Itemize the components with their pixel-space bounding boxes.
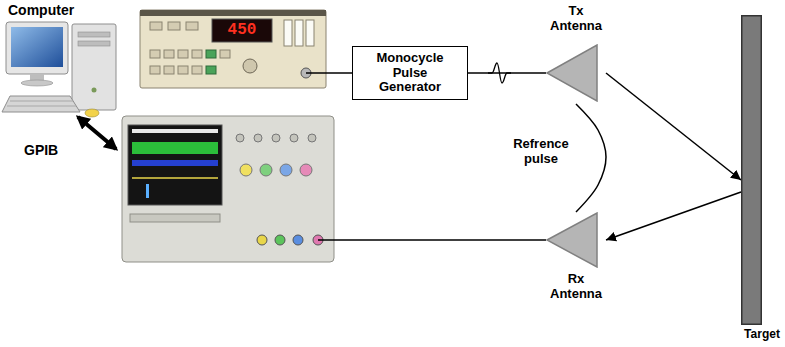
signal-wire bbox=[306, 72, 352, 74]
generator-button bbox=[192, 66, 202, 74]
scope-knob bbox=[308, 134, 316, 142]
generator-key bbox=[295, 20, 303, 46]
generator-button bbox=[206, 50, 216, 58]
rx-antenna: Rx Antenna bbox=[546, 212, 606, 308]
node-label: Computer bbox=[8, 2, 120, 18]
scope-knob bbox=[300, 164, 312, 176]
process-box: Monocycle Pulse Generator bbox=[352, 46, 468, 101]
scope-trace bbox=[146, 184, 149, 198]
scope-knob bbox=[236, 134, 244, 142]
monitor-screen bbox=[11, 27, 63, 67]
display-readout: 450 bbox=[212, 20, 272, 40]
scope-knob bbox=[280, 164, 292, 176]
gpib-arrow bbox=[78, 117, 116, 149]
scope-body bbox=[122, 116, 334, 262]
target-wall: Target bbox=[741, 15, 783, 345]
generator-button bbox=[150, 66, 160, 74]
signal-path bbox=[606, 73, 741, 180]
node-label: Rx Antenna bbox=[546, 272, 606, 302]
generator-top-strip bbox=[140, 10, 326, 16]
signal-path bbox=[576, 104, 606, 212]
monitor-frame bbox=[6, 22, 68, 74]
drive-bay bbox=[78, 41, 110, 46]
generator-button bbox=[186, 22, 198, 30]
edge-label: Refrence pulse bbox=[506, 136, 576, 168]
scope-bnc bbox=[293, 235, 303, 245]
scope-screen bbox=[128, 125, 222, 205]
antenna-triangle bbox=[547, 45, 597, 101]
monitor-base bbox=[21, 80, 53, 86]
generator-button bbox=[192, 50, 202, 58]
node-label: Tx Antenna bbox=[546, 4, 606, 34]
node-label: Monocycle Pulse Generator bbox=[363, 51, 457, 96]
scope-trace bbox=[132, 129, 218, 133]
scope-knob bbox=[240, 164, 252, 176]
bus-label: GPIB bbox=[24, 140, 74, 160]
computer-tower bbox=[72, 24, 116, 110]
generator-button bbox=[220, 50, 230, 58]
generator-button bbox=[150, 50, 160, 58]
power-button bbox=[92, 88, 97, 93]
generator-button bbox=[168, 22, 180, 30]
generator-key bbox=[306, 20, 314, 46]
scope-trace bbox=[132, 160, 218, 166]
keyboard-keys bbox=[10, 101, 73, 102]
scope-knob bbox=[260, 164, 272, 176]
signal-wire bbox=[318, 239, 546, 241]
scope-trace bbox=[132, 177, 218, 179]
keyboard bbox=[2, 96, 80, 112]
generator-button bbox=[150, 22, 162, 30]
generator-button bbox=[178, 50, 188, 58]
antenna-symbol bbox=[546, 212, 598, 268]
scope-knob bbox=[290, 134, 298, 142]
scope-trace bbox=[132, 142, 218, 154]
generator-knob bbox=[243, 59, 257, 73]
signal-path bbox=[468, 72, 546, 74]
scope-bnc bbox=[257, 235, 267, 245]
target-symbol bbox=[741, 15, 762, 325]
scope-bnc bbox=[275, 235, 285, 245]
generator-button bbox=[206, 66, 216, 74]
generator-body bbox=[140, 10, 326, 88]
antenna-symbol bbox=[546, 44, 598, 102]
antenna-triangle bbox=[547, 213, 597, 267]
computer-illustration bbox=[2, 22, 116, 117]
generator-button bbox=[164, 66, 174, 74]
signal-path bbox=[606, 192, 741, 240]
scope-knob bbox=[272, 134, 280, 142]
generator-button bbox=[164, 50, 174, 58]
oscilloscope bbox=[122, 116, 334, 262]
target-bar bbox=[742, 16, 762, 325]
generator-key bbox=[284, 20, 292, 46]
drive-bay bbox=[78, 32, 110, 37]
generator-display bbox=[212, 19, 272, 42]
keyboard-keys bbox=[7, 106, 76, 107]
computer-node: Computer bbox=[4, 0, 124, 118]
scope-knob bbox=[254, 134, 262, 142]
tx-antenna: Tx Antenna bbox=[546, 2, 606, 104]
function-generator bbox=[140, 10, 326, 88]
scope-softkeys bbox=[130, 214, 220, 222]
generator-button bbox=[178, 66, 188, 74]
mouse bbox=[85, 109, 99, 117]
node-label: Target bbox=[741, 328, 783, 342]
